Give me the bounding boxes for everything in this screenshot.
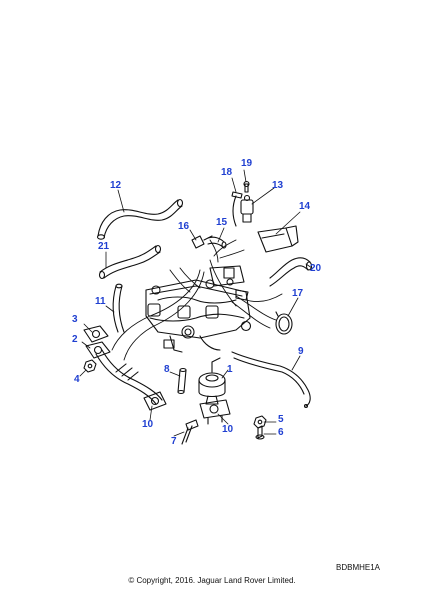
callout-1: 1 xyxy=(227,364,233,375)
callout-2: 2 xyxy=(72,334,78,345)
gasket-2 xyxy=(85,341,111,359)
intake-manifold xyxy=(145,279,252,353)
fitting-19 xyxy=(243,180,250,193)
callout-3: 3 xyxy=(72,314,78,325)
callout-6: 6 xyxy=(278,427,284,438)
callout-11: 11 xyxy=(95,296,106,307)
callout-14: 14 xyxy=(299,201,311,212)
leader-lines xyxy=(79,169,313,437)
callout-10-right: 10 xyxy=(222,424,234,435)
diagram-reference-code: BDBMHE1A xyxy=(336,563,381,572)
egr-valve-1 xyxy=(198,357,226,405)
hose-20 xyxy=(269,257,313,287)
tube-8 xyxy=(177,367,187,395)
callout-12: 12 xyxy=(110,180,122,191)
bolt-6 xyxy=(255,425,265,440)
callout-4: 4 xyxy=(74,374,80,385)
hose-21 xyxy=(98,244,162,280)
bolt-7 xyxy=(181,419,199,445)
pipe-9 xyxy=(231,351,311,409)
hose-12 xyxy=(96,198,184,240)
callout-13: 13 xyxy=(272,180,284,191)
throttle-assembly xyxy=(209,265,249,301)
vacuum-lines xyxy=(111,239,283,361)
fitting-18 xyxy=(231,191,243,227)
hose-15 xyxy=(207,236,227,249)
copyright-notice: © Copyright, 2016. Jaguar Land Rover Lim… xyxy=(128,576,296,585)
nut-5 xyxy=(253,415,267,429)
callout-10-left: 10 xyxy=(142,419,154,430)
callout-8: 8 xyxy=(164,364,170,375)
callout-21: 21 xyxy=(98,241,110,252)
nut-4 xyxy=(83,359,97,373)
gasket-3 xyxy=(83,325,109,343)
callout-16: 16 xyxy=(178,221,190,232)
callout-19: 19 xyxy=(241,158,253,169)
hose-11 xyxy=(112,283,125,333)
egr-pipe-10-left xyxy=(95,349,167,411)
egr-pipe-10-right xyxy=(199,399,231,425)
callout-5: 5 xyxy=(278,414,284,425)
bracket-14 xyxy=(257,225,299,253)
callout-7: 7 xyxy=(171,436,177,447)
callout-17: 17 xyxy=(292,288,304,299)
solenoid-13 xyxy=(240,194,254,223)
clamp-17 xyxy=(275,311,293,335)
connector-16 xyxy=(191,235,213,249)
callout-20: 20 xyxy=(310,263,322,274)
callout-15: 15 xyxy=(216,217,228,228)
callout-9: 9 xyxy=(298,346,304,357)
callout-18: 18 xyxy=(221,167,233,178)
